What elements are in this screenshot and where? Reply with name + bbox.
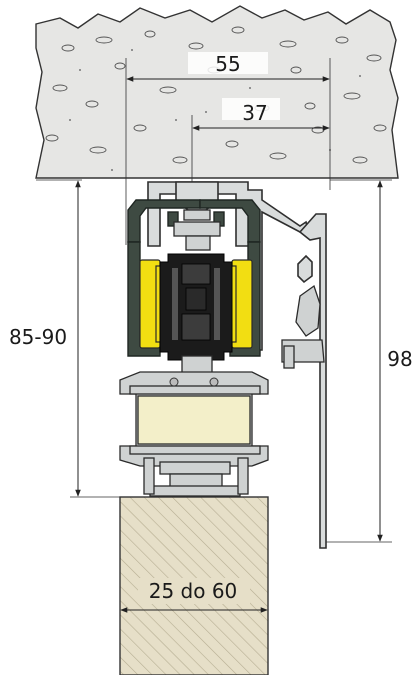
dimension-85-90: 85-90 xyxy=(9,179,122,498)
dimension-37: 37 xyxy=(192,98,330,131)
dimension-55: 55 xyxy=(126,52,330,82)
dimension-25-60: 25 do 60 xyxy=(120,578,268,613)
carriage-core xyxy=(159,253,233,361)
dimension-85-90-label: 85-90 xyxy=(9,325,67,349)
dimension-98: 98 xyxy=(326,179,413,543)
dimension-37-label: 37 xyxy=(242,101,267,125)
concrete-ceiling xyxy=(35,5,399,179)
lower-carriage xyxy=(119,371,269,467)
dimension-98-label: 98 xyxy=(387,347,412,371)
dimension-25-60-label: 25 do 60 xyxy=(149,579,238,603)
door-clip xyxy=(281,213,327,549)
top-bolt xyxy=(173,209,221,251)
bottom-bolt xyxy=(143,457,249,497)
dimension-55-label: 55 xyxy=(215,52,240,76)
